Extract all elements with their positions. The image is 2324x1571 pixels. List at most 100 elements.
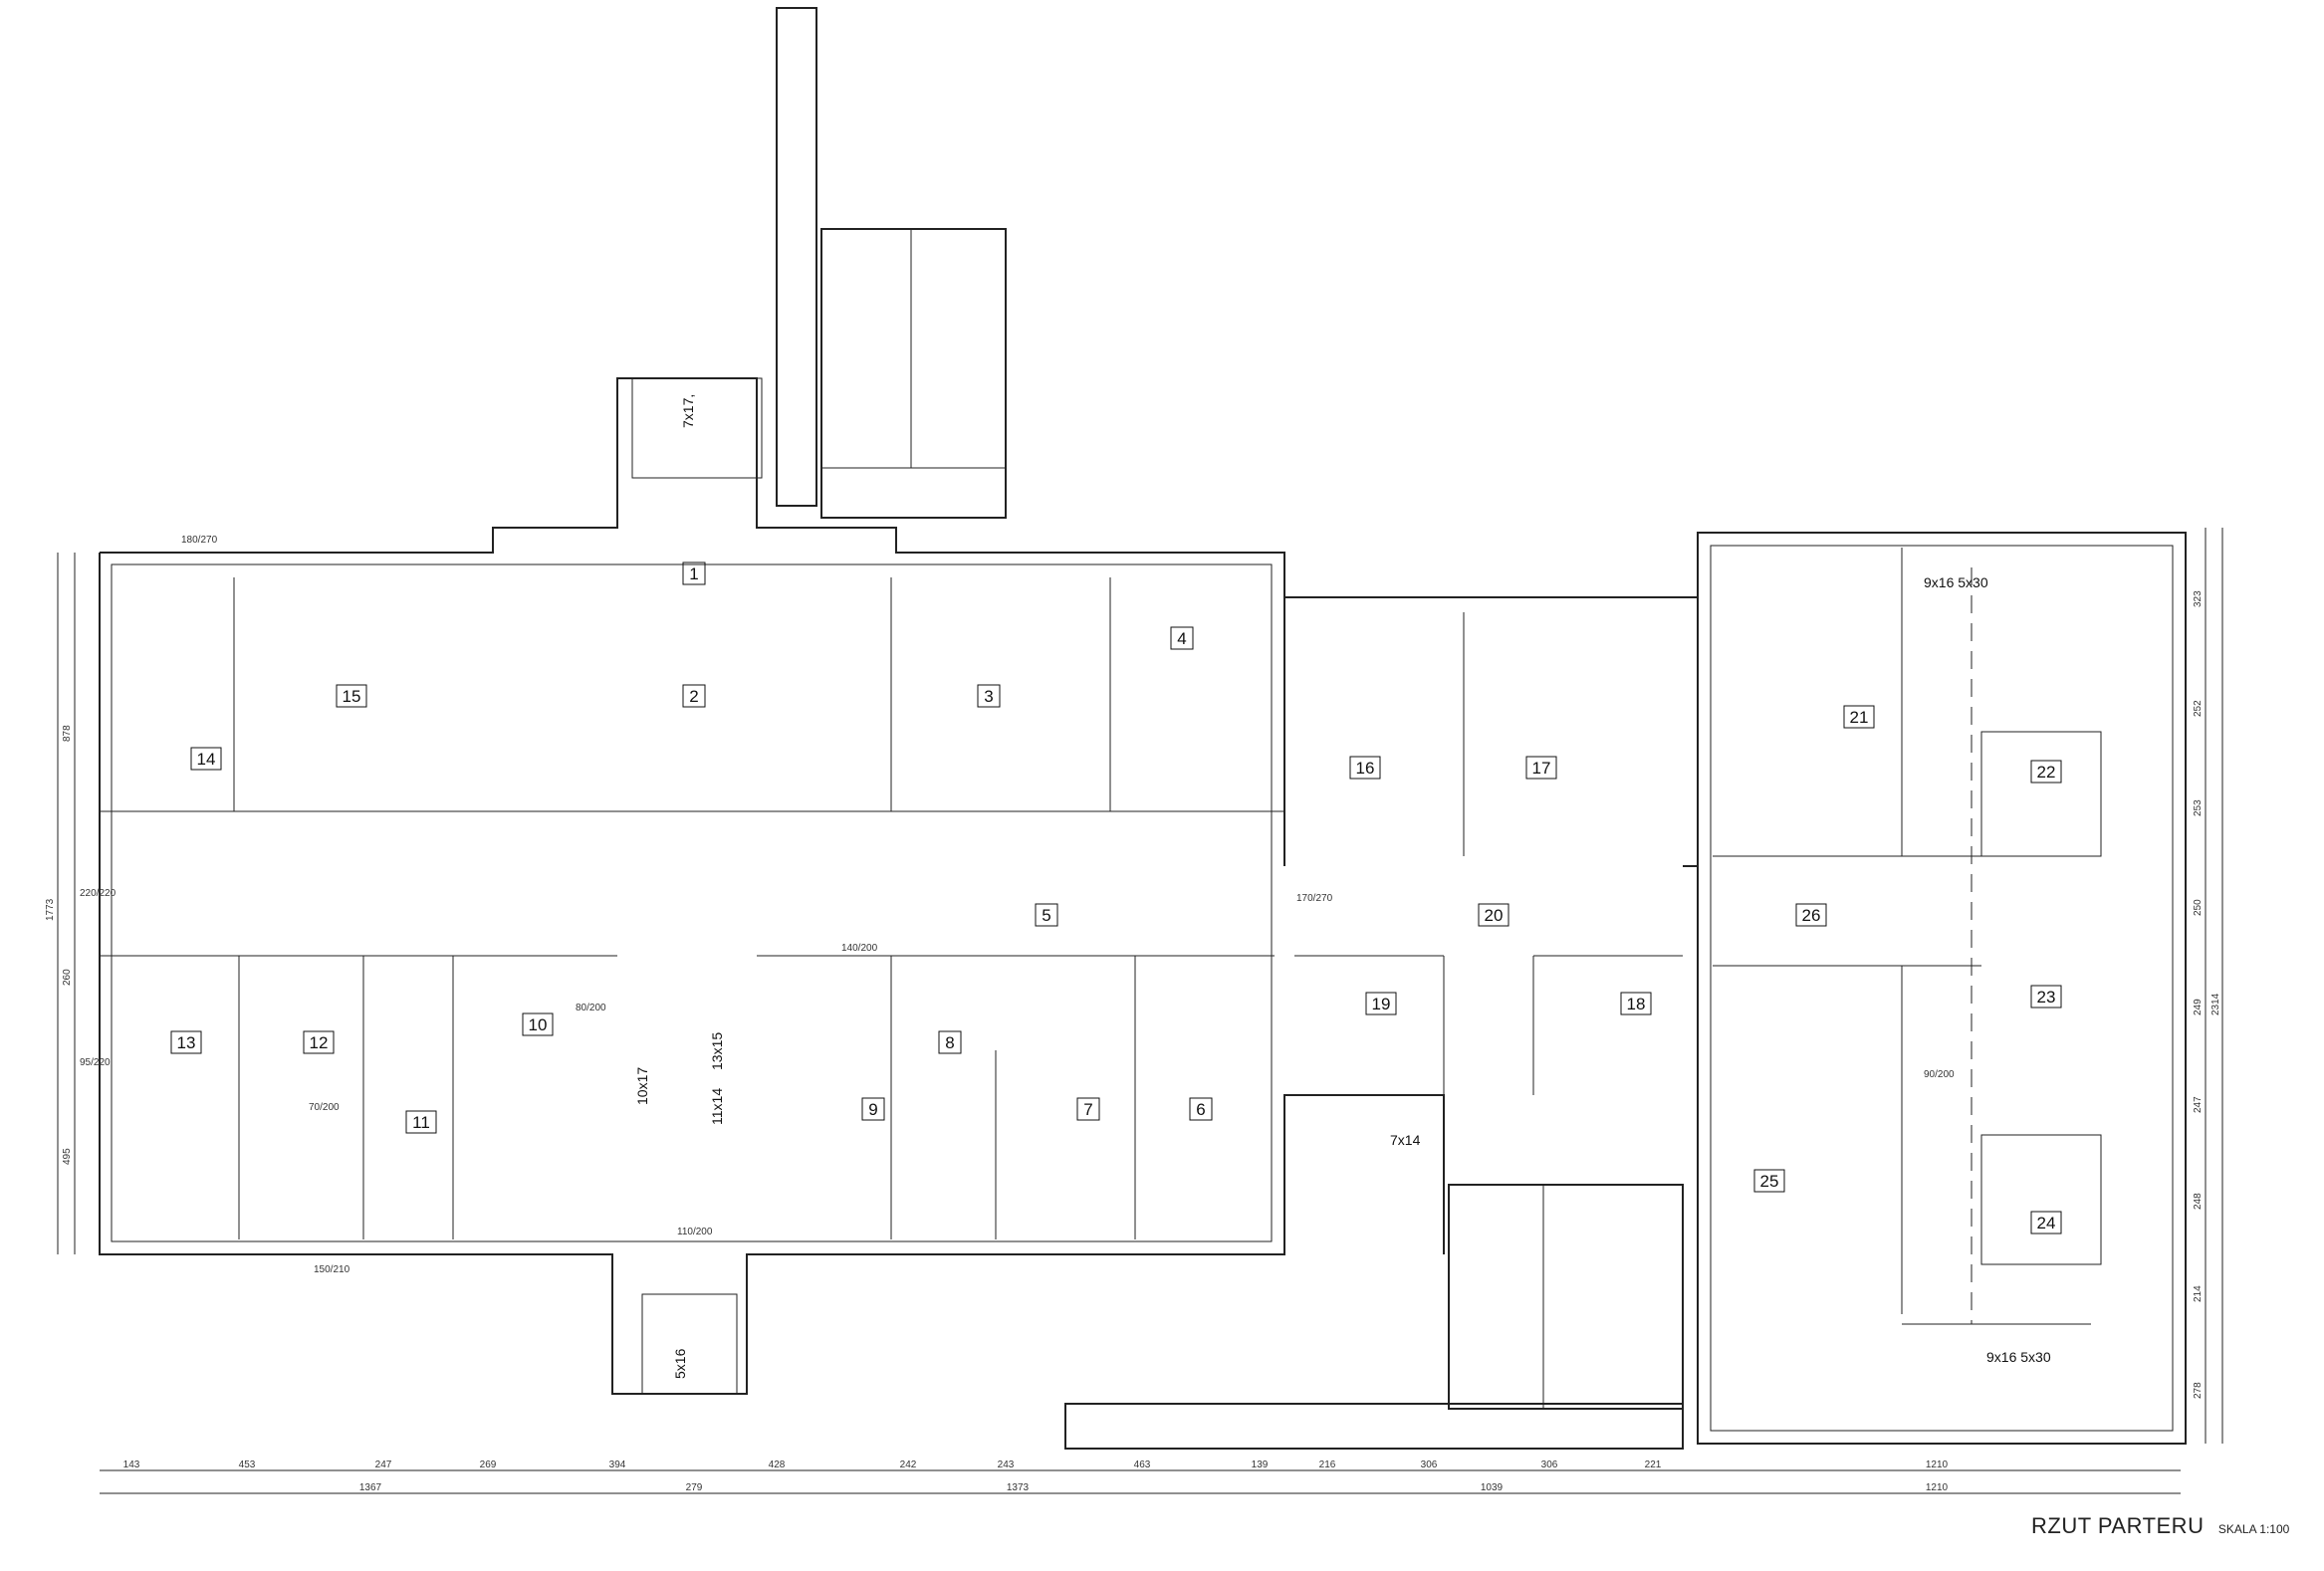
- room-19-tag: [1365, 992, 1397, 1015]
- room-12-tag: [303, 1030, 335, 1054]
- outer-wall-west: [99, 553, 1445, 1395]
- stair-label-east-south: 9x16 5x30: [1986, 1349, 2051, 1365]
- plan-title: RZUT PARTERU SKALA 1:100: [2031, 1513, 2289, 1539]
- dim-left-2: 260: [62, 969, 73, 986]
- stair-label-hall-c: 11x14: [709, 1088, 725, 1125]
- room-9-tag: [861, 1097, 885, 1121]
- room-5-label: 5: [1042, 906, 1050, 925]
- stair-label-south: 5x16: [672, 1348, 688, 1379]
- room-2-tag: [682, 684, 706, 708]
- room-7-tag: [1076, 1097, 1100, 1121]
- dim-bottom-3: 247: [375, 1459, 392, 1470]
- dim-right-total: 2314: [2210, 993, 2221, 1015]
- room-20-tag: [1478, 903, 1510, 927]
- room-19-label: 19: [1372, 995, 1391, 1013]
- dim-bottom-14: 221: [1645, 1459, 1662, 1470]
- room-10-label: 10: [529, 1015, 548, 1034]
- room-4-tag: [1170, 626, 1194, 650]
- room-6-tag: [1189, 1097, 1213, 1121]
- room-8-tag: [938, 1030, 962, 1054]
- dimension-row-1: 143 453 247 269 394 428 242 243 463 139 …: [123, 1459, 1949, 1470]
- dim-bottom-8: 243: [998, 1459, 1015, 1470]
- inner-outline-east: [1710, 545, 2174, 1432]
- room-2-label: 2: [689, 687, 698, 706]
- window-label-2: 150/210: [314, 1264, 350, 1275]
- dim-bottom-5: 394: [609, 1459, 626, 1470]
- plan-title-text: RZUT PARTERU: [2031, 1513, 2205, 1538]
- door-label-4: 80/200: [576, 1003, 606, 1013]
- stair-label-hall-a: 13x15: [709, 1032, 725, 1070]
- dim-bottom-1: 143: [123, 1459, 140, 1470]
- dim-bottom-7: 242: [900, 1459, 917, 1470]
- door-label-6: 140/200: [841, 943, 878, 954]
- outer-wall-east: [1697, 532, 2187, 1445]
- dim-left-1: 878: [62, 725, 73, 742]
- room-14-label: 14: [197, 750, 216, 769]
- room-10-tag: [522, 1012, 554, 1036]
- outer-wall-middle: [1284, 596, 1699, 867]
- door-label-3: 110/200: [677, 1227, 713, 1237]
- dim-bottom-11: 216: [1319, 1459, 1336, 1470]
- room-18-label: 18: [1627, 995, 1646, 1013]
- dim-total-2: 279: [686, 1482, 703, 1493]
- room-12-label: 12: [310, 1033, 329, 1052]
- south-ramp: [1064, 1403, 1684, 1450]
- room-5-tag: [1035, 903, 1058, 927]
- room-6-label: 6: [1196, 1100, 1205, 1119]
- dim-total-1: 1367: [359, 1482, 382, 1493]
- dim-right-2: 252: [2193, 700, 2204, 717]
- north-stair-block: [820, 228, 1007, 519]
- dim-right-9: 278: [2193, 1382, 2204, 1399]
- dim-bottom-6: 428: [769, 1459, 786, 1470]
- dim-bottom-9: 463: [1134, 1459, 1151, 1470]
- window-label-4: 95/220: [80, 1057, 111, 1068]
- room-17-tag: [1525, 756, 1557, 780]
- room-7-label: 7: [1083, 1100, 1092, 1119]
- room-3-tag: [977, 684, 1001, 708]
- room-22-tag: [2030, 760, 2062, 784]
- outer-wall-north-west: [100, 377, 1285, 866]
- stair-label-hall-b: 10x17: [634, 1067, 650, 1105]
- dim-right-8: 214: [2193, 1285, 2204, 1302]
- door-label-2: 170/270: [1296, 893, 1333, 904]
- room-26-tag: [1795, 903, 1827, 927]
- room-23-tag: [2030, 985, 2062, 1009]
- room-24-box: [1980, 1134, 2102, 1265]
- room-9-label: 9: [868, 1100, 877, 1119]
- dim-right-6: 247: [2193, 1096, 2204, 1113]
- room-1-tag: [682, 561, 706, 585]
- room-26-label: 26: [1802, 906, 1821, 925]
- opening-labels: 90/200 170/270 110/200 80/200 70/200 140…: [80, 535, 1955, 1275]
- dim-total-5: 1210: [1926, 1482, 1949, 1493]
- dimension-right: 323 252 253 250 249 247 248 214 278 2314: [2193, 590, 2221, 1399]
- room-8-label: 8: [945, 1033, 954, 1052]
- plan-scale: SKALA 1:100: [2217, 1522, 2290, 1536]
- dim-right-4: 250: [2193, 899, 2204, 916]
- room-15-tag: [336, 684, 367, 708]
- room-15-label: 15: [343, 687, 361, 706]
- entrance-stair: [631, 377, 763, 479]
- south-stair-block: [1448, 1184, 1684, 1410]
- dim-bottom-2: 453: [239, 1459, 256, 1470]
- dim-right-7: 248: [2193, 1193, 2204, 1210]
- dim-right-3: 253: [2193, 799, 2204, 816]
- window-label-3: 220/220: [80, 888, 116, 899]
- room-23-label: 23: [2037, 988, 2056, 1007]
- north-ramp: [776, 7, 817, 507]
- room-3-label: 3: [984, 687, 993, 706]
- dim-right-1: 323: [2193, 590, 2204, 607]
- inner-outline-west: [111, 563, 1273, 1242]
- room-13-label: 13: [177, 1033, 196, 1052]
- room-1-label: 1: [689, 564, 698, 583]
- dim-left-total: 1773: [45, 898, 56, 921]
- room-25-tag: [1753, 1169, 1785, 1193]
- room-24-tag: [2030, 1211, 2062, 1234]
- dim-total-4: 1039: [1481, 1482, 1504, 1493]
- room-21-tag: [1843, 705, 1875, 729]
- room-17-label: 17: [1532, 759, 1551, 778]
- room-11-tag: [405, 1110, 437, 1134]
- room-14-tag: [190, 747, 222, 771]
- room-11-label: 11: [412, 1113, 430, 1132]
- door-label-1: 90/200: [1924, 1069, 1955, 1080]
